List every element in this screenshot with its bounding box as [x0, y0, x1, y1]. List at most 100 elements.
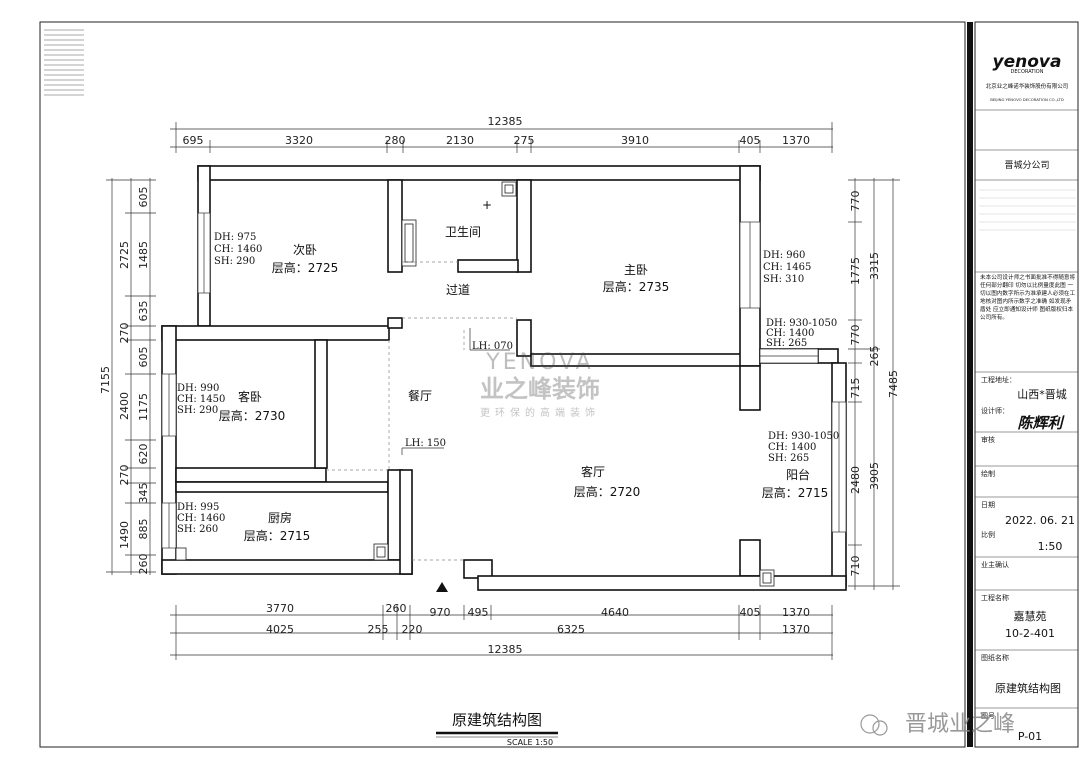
right-dimensions: 770 1775 770 265 715 2480 710 3315 3905 …	[848, 178, 900, 590]
spec-upper-balcony: DH: 930-1050 CH: 1400 SH: 265	[766, 318, 837, 349]
drawing-ratio: 1:50	[1038, 540, 1063, 553]
svg-text:DH: 960: DH: 960	[763, 250, 805, 261]
room-keting: 客厅 层高：2720	[574, 464, 641, 499]
dim-left-outer-0: 2725	[118, 241, 131, 269]
room-height-yangtai: 层高：2715	[762, 485, 829, 500]
dim-top-0: 695	[183, 134, 204, 147]
room-kewo: DH: 990 CH: 1450 SH: 290 客卧 层高：2730	[177, 383, 285, 423]
room-chufang: DH: 995 CH: 1460 SH: 260 厨房 层高：2715	[177, 502, 310, 543]
bathroom-marker: +	[482, 198, 492, 212]
room-height-keting: 层高：2720	[574, 484, 641, 499]
dim-bottom2-4: 1370	[782, 623, 810, 636]
svg-text:比例: 比例	[981, 530, 995, 539]
svg-text:主卧: 主卧	[624, 263, 648, 277]
social-watermark: 晋城业之峰	[860, 712, 1015, 737]
dim-left-outer-1: 270	[118, 323, 131, 344]
room-height-ciwo: 层高：2725	[272, 260, 339, 275]
dim-bottom-total: 12385	[488, 643, 523, 656]
dim-left-outer-4: 1490	[118, 521, 131, 549]
dim-left-inner-2: 635	[137, 301, 150, 322]
svg-text:工程地址：: 工程地址：	[981, 375, 1016, 384]
dim-top-2: 280	[385, 134, 406, 147]
dim-bottom1-5: 405	[740, 606, 761, 619]
title-block-frame	[974, 21, 1079, 748]
svg-text:业之峰装饰: 业之峰装饰	[480, 375, 600, 403]
designer-signature: 陈辉利	[1017, 414, 1065, 432]
room-zhuwo: 主卧 层高：2735 DH: 960 CH: 1465 SH: 310	[603, 250, 812, 294]
dim-left-inner-5: 620	[137, 444, 150, 465]
dim-left-inner-1: 1485	[137, 241, 150, 269]
svg-text:DH: 930-1050: DH: 930-1050	[768, 431, 839, 442]
dim-left-inner-0: 605	[137, 187, 150, 208]
svg-text:晋城业之峰: 晋城业之峰	[905, 712, 1015, 737]
dim-right-inner-2: 770	[849, 325, 862, 346]
dim-right-inner-4: 715	[849, 378, 862, 399]
dim-bottom1-6: 1370	[782, 606, 810, 619]
svg-text:日期: 日期	[981, 501, 995, 509]
svg-text:CH: 1400: CH: 1400	[766, 328, 814, 339]
title-block: yenova DECORATION 北京业之峰诺华装饰股份有限公司 BEIJIN…	[975, 52, 1078, 743]
dim-bottom1-3: 495	[468, 606, 489, 619]
svg-text:CH: 1450: CH: 1450	[177, 394, 225, 405]
svg-text:SH: 265: SH: 265	[766, 338, 807, 349]
dim-top-7: 1370	[782, 134, 810, 147]
room-yangtai: DH: 930-1050 CH: 1400 SH: 265 阳台 层高：2715	[762, 431, 839, 500]
dim-bottom1-1: 260	[386, 602, 407, 615]
drawing-title: 原建筑结构图	[452, 711, 542, 729]
dim-bottom1-0: 3770	[266, 602, 294, 615]
corner-stamp	[44, 29, 84, 96]
room-weishengjian: 卫生间	[445, 225, 481, 239]
svg-text:过道: 过道	[446, 283, 470, 297]
svg-text:BEIJING YENOVO DECORATION CO.,: BEIJING YENOVO DECORATION CO.,LTD	[990, 97, 1064, 102]
svg-text:CH: 1465: CH: 1465	[763, 262, 811, 273]
copyright-note: 未本公司设计师之书面批准不得随意将任何部分翻印 切勿以比例量度此图 一切以图内数…	[980, 275, 1076, 321]
dim-left-inner-7: 885	[137, 519, 150, 540]
dim-left-inner-8: 260	[137, 554, 150, 575]
entrance-arrow-icon	[436, 582, 448, 592]
dim-top-3: 2130	[446, 134, 474, 147]
svg-text:DH: 995: DH: 995	[177, 502, 219, 513]
dim-right-outer-0: 3315	[868, 252, 881, 280]
svg-text:厨房: 厨房	[268, 510, 292, 525]
room-height-kewo: 层高：2730	[219, 408, 286, 423]
drawing-number: P-01	[1018, 730, 1042, 743]
svg-text:客厅: 客厅	[581, 464, 605, 479]
svg-text:图号: 图号	[981, 712, 995, 720]
svg-text:SH: 290: SH: 290	[177, 405, 218, 416]
project-name: 嘉慧苑	[1014, 609, 1047, 623]
svg-text:业主确认: 业主确认	[981, 560, 1009, 569]
room-canting: 餐厅	[408, 388, 432, 403]
company-cn: 北京业之峰诺华装饰股份有限公司	[986, 82, 1069, 90]
svg-text:CH: 1460: CH: 1460	[214, 244, 262, 255]
svg-text:卫生间: 卫生间	[445, 225, 481, 239]
dim-top-4: 275	[514, 134, 535, 147]
dim-top-6: 405	[740, 134, 761, 147]
dim-left-total: 7155	[99, 366, 112, 394]
dim-right-total: 7485	[887, 370, 900, 398]
dim-right-inner-0: 770	[849, 191, 862, 212]
lh-label-1: LH: 070	[472, 341, 513, 352]
project-unit: 10-2-401	[1005, 627, 1055, 640]
svg-text:SH: 265: SH: 265	[768, 453, 809, 464]
bottom-dimensions: 3770 260 970 495 4640 405 1370 4025 255 …	[170, 602, 833, 660]
drawing-scale: SCALE 1:50	[507, 738, 553, 747]
svg-text:DH: 975: DH: 975	[214, 232, 256, 243]
dim-right-inner-5: 2480	[849, 466, 862, 494]
dim-bottom1-2: 970	[430, 606, 451, 619]
drawing-date: 2022. 06. 21	[1005, 514, 1075, 527]
dim-left-outer-3: 270	[118, 465, 131, 486]
dim-top-total: 12385	[488, 115, 523, 128]
svg-text:SH: 310: SH: 310	[763, 274, 804, 285]
room-height-chufang: 层高：2715	[244, 528, 311, 543]
left-dimensions: 7155 2725 270 2400 270 1490 605 1485 635…	[99, 178, 156, 575]
project-address: 山西*晋城	[1017, 388, 1067, 401]
room-name-ciwo: 次卧	[293, 243, 317, 257]
svg-text:CH: 1400: CH: 1400	[768, 442, 816, 453]
windows	[161, 212, 847, 549]
svg-text:工程名称: 工程名称	[981, 593, 1009, 602]
dim-right-inner-1: 1775	[849, 257, 862, 285]
dim-left-inner-6: 345	[137, 483, 150, 504]
title-block-drawing-name: 原建筑结构图	[995, 681, 1061, 695]
svg-text:绘制: 绘制	[981, 469, 995, 478]
